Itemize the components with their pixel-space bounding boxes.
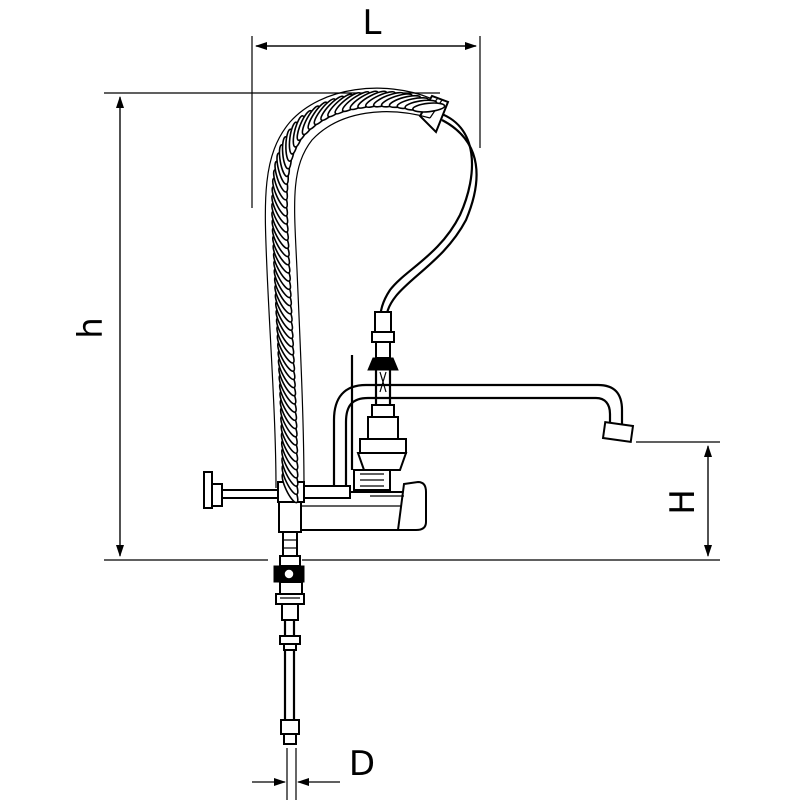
spring-coil [264,87,446,504]
supply-valve [273,555,305,605]
aerator [601,420,635,444]
dimension-D-label: D [349,744,375,784]
flexible-hose [378,94,478,323]
dimension-H: H [302,441,720,561]
vertical-riser [278,501,302,557]
supply-hose [279,603,301,745]
dimension-H-label: H [663,489,703,515]
dimension-L: L [251,3,481,208]
spring-rail-inner [294,111,431,489]
dimension-h-label: h [71,317,111,339]
spring-loop [411,102,446,113]
dimension-D: D [252,744,375,800]
dimension-L-label: L [363,3,382,43]
swivel-spout [332,383,635,490]
hose-connector [350,311,408,491]
spring-rail-outer [264,87,431,489]
lever-handle [396,480,427,531]
